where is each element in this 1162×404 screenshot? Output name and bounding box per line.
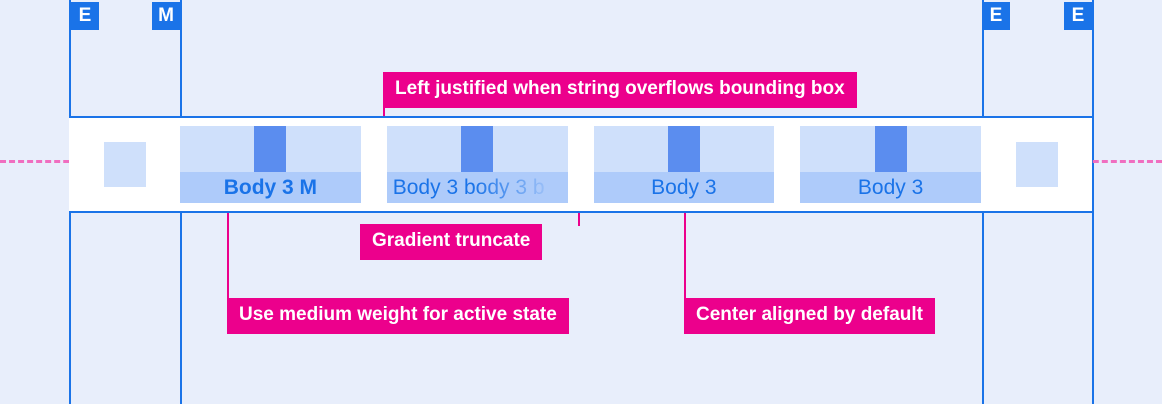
tab-label-strip-1: Body 3 M: [180, 172, 361, 203]
tab-cell-1[interactable]: Body 3 M: [180, 126, 361, 203]
annotation-medium-weight: Use medium weight for active state: [227, 298, 569, 334]
tab-label-strip-2: Body 3 body 3 b: [386, 172, 568, 203]
annotation-center-aligned: Center aligned by default: [684, 298, 935, 334]
tab-cells-group: Body 3 M Body 3 body 3 b Body 3: [180, 118, 981, 211]
spacing-badge-e-1: E: [71, 2, 99, 30]
tab-label-text-1: Body 3 M: [223, 175, 318, 199]
tab-cell-3[interactable]: Body 3: [593, 126, 775, 203]
tab-label-strip-3: Body 3: [593, 172, 775, 203]
edge-spacer-box: [103, 142, 146, 187]
edge-spacer-box: [1015, 142, 1058, 187]
tab-label-strip-4: Body 3: [800, 172, 981, 203]
guide-line-right-outer: [1092, 0, 1094, 404]
tab-label-text-3: Body 3: [651, 175, 717, 199]
tab-icon-placeholder-icon: [874, 126, 907, 172]
edge-spacer-right: [981, 118, 1092, 211]
tab-bar-container: Body 3 M Body 3 body 3 b Body 3: [69, 116, 1092, 213]
tab-cell-2[interactable]: Body 3 body 3 b: [386, 126, 568, 203]
annotation-gradient-truncate: Gradient truncate: [360, 224, 543, 260]
tab-icon-area-1: [180, 126, 361, 172]
annotation-left-justified: Left justified when string overflows bou…: [383, 72, 857, 108]
spacing-badge-e-3: E: [1064, 2, 1092, 30]
leader-line-gradient-truncate: [578, 212, 580, 226]
leader-line-medium-weight: [227, 196, 229, 298]
tab-icon-placeholder-icon: [667, 126, 700, 172]
tab-label-text-2: Body 3 body 3 b: [392, 175, 545, 199]
tab-icon-placeholder-icon: [461, 126, 494, 172]
tab-icon-area-2: [386, 126, 568, 172]
tab-label-text-4: Body 3: [857, 175, 924, 199]
tab-icon-placeholder-icon: [254, 126, 287, 172]
spacing-badge-m-1: M: [152, 2, 180, 30]
tab-icon-area-4: [800, 126, 981, 172]
edge-spacer-left: [69, 118, 180, 211]
tab-cell-4[interactable]: Body 3: [800, 126, 981, 203]
spacing-badge-e-2: E: [982, 2, 1010, 30]
tab-icon-area-3: [593, 126, 775, 172]
